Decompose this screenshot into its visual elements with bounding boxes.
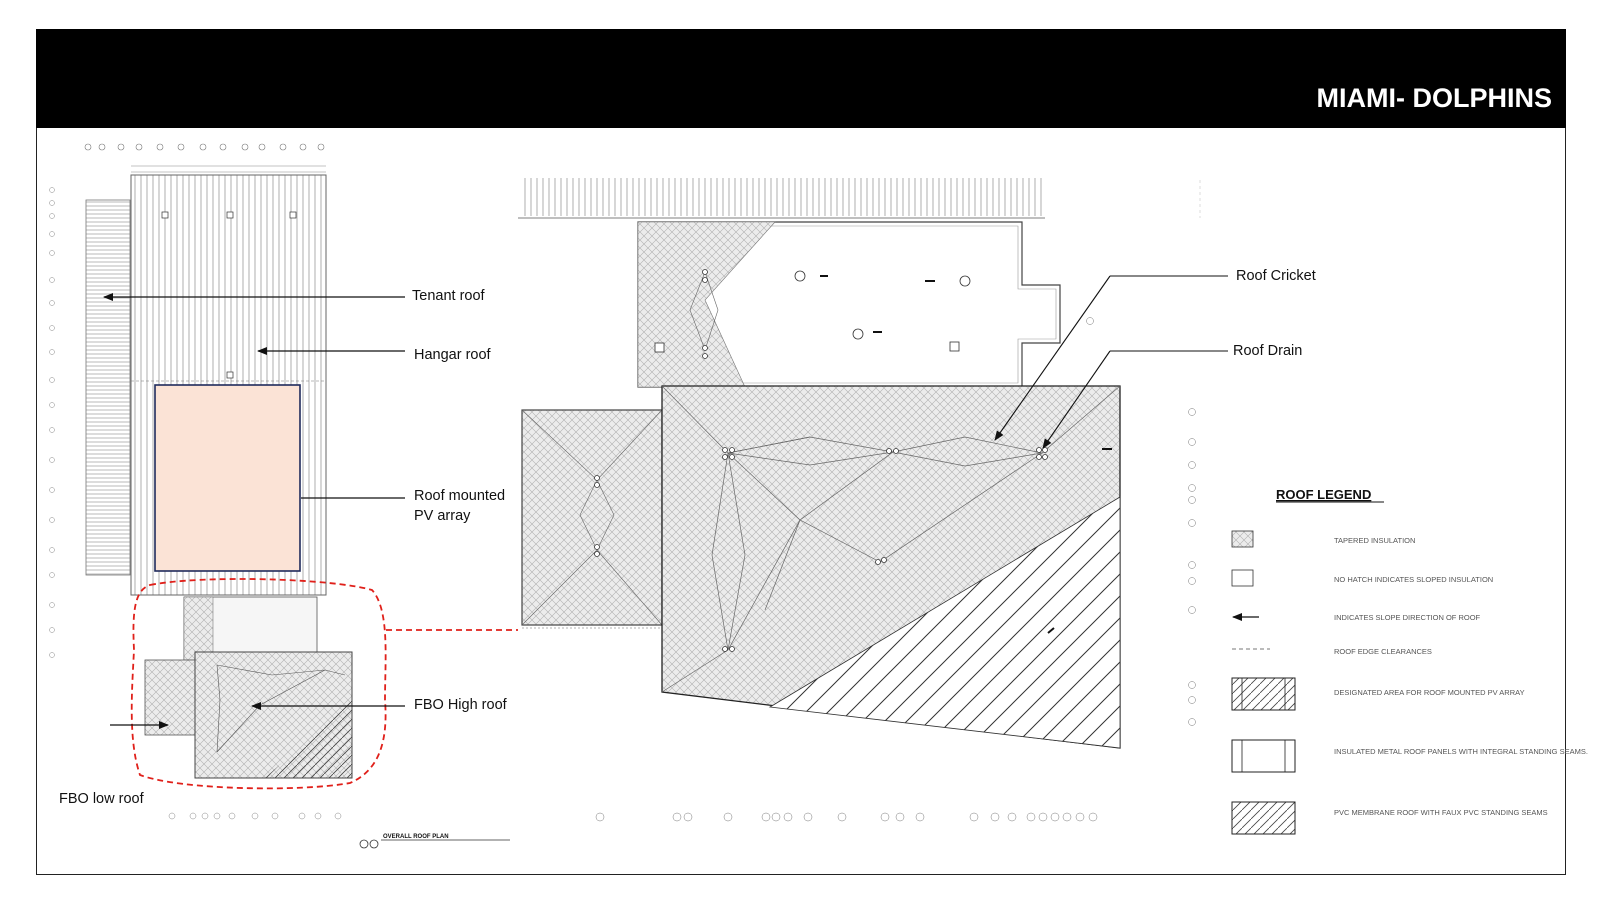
legend-item-4: ROOF EDGE CLEARANCES [1334,647,1432,656]
grid-bubbles-left [49,187,55,658]
page-title: MIAMI- DOLPHINS [1316,83,1553,113]
legend-symbol-pv [1231,677,1296,711]
label-roof-cricket: Roof Cricket [1236,268,1316,284]
fbo-callout-cloud [130,578,387,790]
right-annotations: Roof Cricket Roof Drain [994,268,1316,449]
left-annotations: Tenant roof Hangar roof Roof mounted PV … [59,288,508,807]
legend-item-5: DESIGNATED AREA FOR ROOF MOUNTED PV ARRA… [1334,688,1525,697]
legend-symbol-metal-panel [1231,739,1296,773]
label-pv-array-line2: PV array [414,508,471,524]
fbo-enlarged-plan [518,178,1201,822]
overall-roof-plan: OVERALL ROOF PLAN [49,143,518,849]
label-tenant-roof: Tenant roof [412,288,486,304]
legend-title: ROOF LEGEND [1276,487,1371,502]
fbo-low-roof-area [144,659,196,736]
label-fbo-high-roof: FBO High roof [414,697,508,713]
legend-item-7: PVC MEMBRANE ROOF WITH FAUX PVC STANDING… [1334,808,1548,817]
grid-bubbles-top [84,143,325,151]
legend-item-6: INSULATED METAL ROOF PANELS WITH INTEGRA… [1334,747,1588,756]
legend-item-1: TAPERED INSULATION [1334,536,1415,545]
legend-item-3: INDICATES SLOPE DIRECTION OF ROOF [1334,613,1481,622]
label-pv-array-line1: Roof mounted [414,488,505,504]
header-bar: MIAMI- DOLPHINS [36,29,1566,128]
label-roof-drain: Roof Drain [1233,343,1302,359]
pv-array-area [154,384,301,572]
roof-legend: ROOF LEGEND TAPERED INSULATION NO HATCH … [1231,487,1588,835]
tenant-roof-area [85,199,131,576]
legend-item-2: NO HATCH INDICATES SLOPED INSULATION [1334,575,1493,584]
label-hangar-roof: Hangar roof [414,347,492,363]
plan-caption: OVERALL ROOF PLAN [383,834,449,840]
legend-symbol-tapered [1231,530,1254,548]
legend-symbol-pvc [1231,801,1296,835]
label-fbo-low-roof: FBO low roof [59,791,145,807]
legend-symbol-no-hatch [1231,569,1254,587]
